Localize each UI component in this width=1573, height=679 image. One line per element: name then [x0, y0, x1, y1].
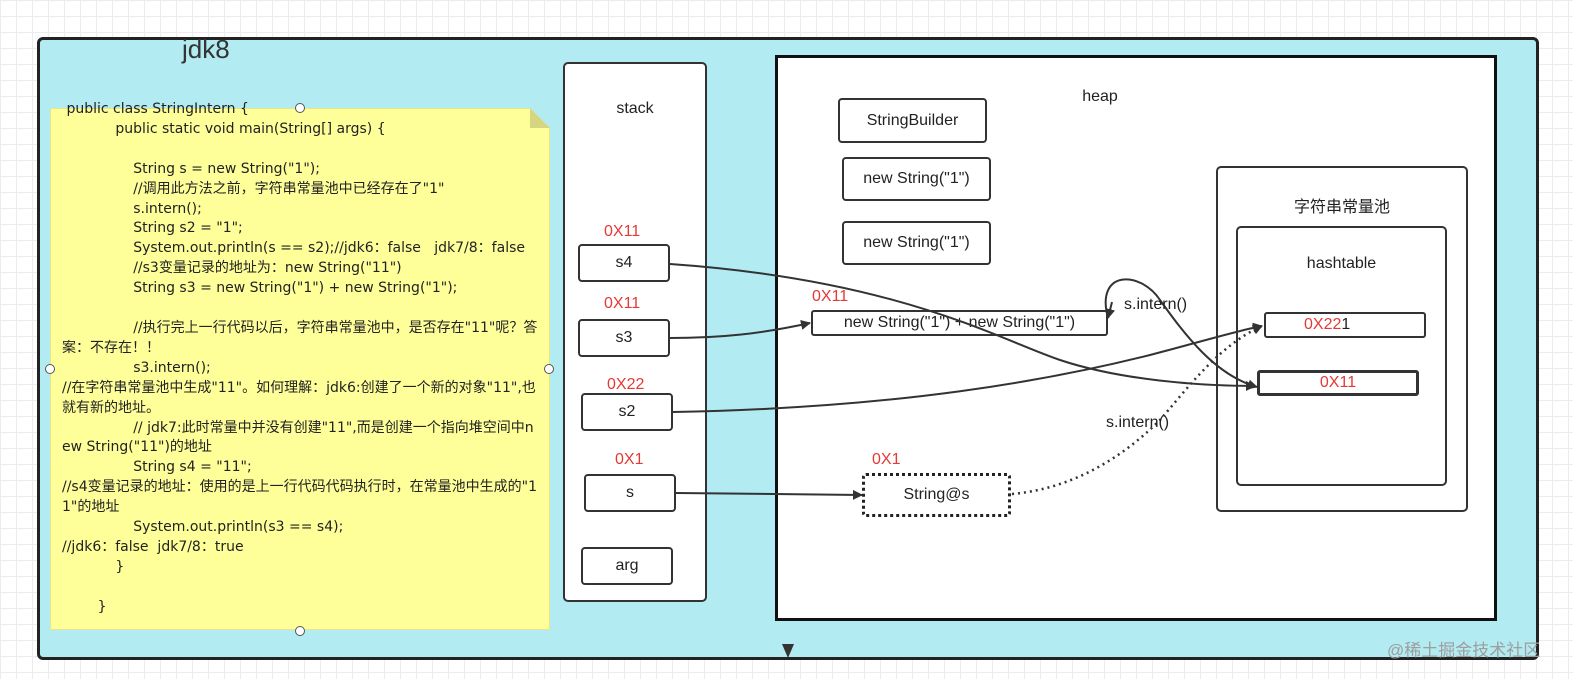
string-obj-address: 0X1	[872, 451, 901, 468]
arrow-concat-intern-loop	[1104, 278, 1258, 390]
stack-var-s3[interactable]: s3	[578, 319, 670, 357]
code-line: // jdk7:此时常量中并没有创建"11",而是创建一个指向堆空间中new S…	[62, 419, 534, 456]
resize-handle-bottom[interactable]	[295, 626, 305, 636]
pool-entry-top-address: 0X22	[1304, 316, 1342, 333]
s4-address: 0X11	[604, 223, 641, 240]
arrow-s-to-string-object	[675, 489, 863, 500]
code-line: //执行完上一行代码以后，字符串常量池中，是否存在"11"呢？答案：不存在！！	[62, 319, 538, 356]
hashtable-label: hashtable	[1306, 255, 1377, 272]
arrow-concat-intern-head	[1105, 301, 1116, 319]
watermark: @稀土掘金技术社区	[1387, 641, 1541, 660]
stack-var-s[interactable]: s	[584, 474, 676, 512]
stack-var-s2[interactable]: s2	[581, 393, 673, 431]
code-line: s.intern();	[62, 200, 202, 217]
code-line: }	[62, 598, 107, 615]
code-line: //jdk6：false jdk7/8：true	[62, 538, 244, 555]
intern-label-upper: s.intern()	[1124, 296, 1188, 313]
code-line: String s3 = new String("1") + new String…	[62, 280, 458, 297]
code-line: String s4 = "11";	[62, 459, 252, 476]
stack-label: stack	[616, 100, 654, 117]
code-line: }	[62, 558, 125, 575]
pool-entry-bottom[interactable]: 0X11	[1257, 370, 1419, 396]
concat-address: 0X11	[812, 288, 849, 305]
heap-label: heap	[1082, 88, 1118, 105]
code-line: System.out.println(s3 == s4);	[62, 519, 344, 536]
stack-var-arg[interactable]: arg	[581, 547, 673, 585]
pool-entry-bottom-address: 0X11	[1319, 374, 1357, 391]
code-line: public class StringIntern {	[62, 101, 249, 117]
heap-string-object[interactable]: String@s	[862, 473, 1011, 517]
code-line: //调用此方法之前，字符串常量池中已经存在了"1"	[62, 180, 445, 197]
s2-address: 0X22	[607, 376, 645, 393]
intern-label-lower: s.intern()	[1106, 414, 1170, 431]
code-block: public class StringIntern { public stati…	[62, 100, 540, 618]
heap-concat-string[interactable]: new String("1") + new String("1")	[811, 310, 1108, 336]
string-pool-label: 字符串常量池	[1293, 199, 1390, 216]
connection-marker-icon	[782, 644, 794, 658]
code-line: System.out.println(s == s2);//jdk6：false…	[62, 240, 525, 257]
arrow-string-object-intern	[1011, 324, 1263, 496]
stack-var-s4[interactable]: s4	[578, 244, 670, 282]
code-line: //s3变量记录的地址为：new String("11")	[62, 260, 402, 277]
resize-handle-right[interactable]	[544, 364, 554, 374]
code-line: //s4变量记录的地址：使用的是上一行代码代码执行时，在常量池中生成的"11"的…	[62, 479, 537, 516]
heap-new-string-2[interactable]: new String("1")	[842, 221, 991, 265]
pool-entry-top-value: 1	[1341, 316, 1351, 333]
arrow-s3-to-concat	[669, 320, 811, 339]
code-line: //在字符串常量池中生成"11"。如何理解：jdk6:创建了一个新的对象"11"…	[62, 379, 536, 416]
resize-handle-top[interactable]	[295, 103, 305, 113]
arrow-s4-to-pool	[669, 263, 1256, 391]
resize-handle-left[interactable]	[45, 364, 55, 374]
code-line: public static void main(String[] args) {	[62, 120, 386, 137]
s-address: 0X1	[615, 451, 644, 468]
arrow-s2-to-pool	[672, 322, 1263, 413]
heap-string-builder[interactable]: StringBuilder	[838, 98, 987, 143]
code-line: String s2 = "1";	[62, 220, 243, 237]
hashtable-container	[1236, 226, 1447, 486]
code-line: String s = new String("1");	[62, 160, 320, 177]
code-line: s3.intern();	[62, 359, 211, 376]
diagram-title: jdk8	[182, 34, 230, 64]
s3-address: 0X11	[604, 295, 641, 312]
heap-new-string-1[interactable]: new String("1")	[842, 157, 991, 201]
